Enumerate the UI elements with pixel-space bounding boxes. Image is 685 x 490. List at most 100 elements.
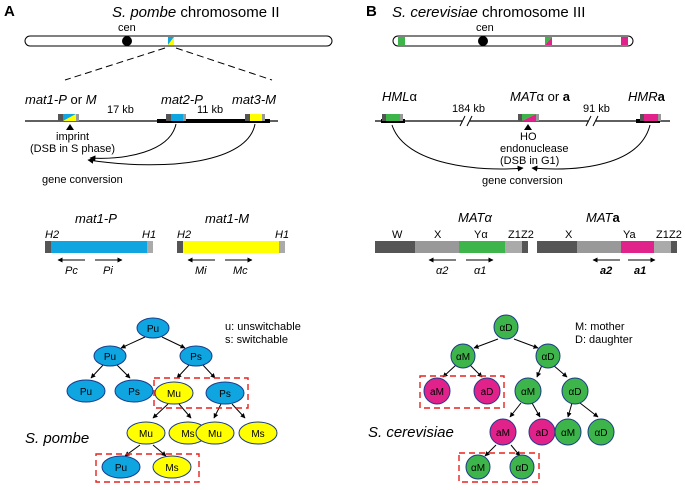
seg-x-alpha: X: [434, 229, 442, 241]
svg-text:Mu: Mu: [139, 429, 153, 440]
tree-node: aD: [528, 418, 556, 446]
mat1-mark-yellow: [168, 37, 174, 45]
mat2-locus-label: mat2-P: [161, 92, 203, 107]
pi-label: Pi: [103, 265, 113, 277]
tree-node: αD: [535, 343, 561, 369]
mat3-locus-label: mat3-M: [232, 92, 276, 107]
species-label-cerevisiae: S. cerevisiae: [368, 424, 454, 441]
panel-a-title-rest: chromosome II: [176, 4, 279, 21]
panel-b-title: S. cerevisiae chromosome III: [392, 4, 585, 21]
tree-node: Mu: [154, 381, 194, 405]
tree-node: Ms: [168, 421, 208, 445]
svg-text:Ps: Ps: [128, 387, 140, 398]
distance-91kb: 91 kb: [583, 103, 610, 115]
mat1p-h2: H2: [45, 229, 59, 241]
ho-dsb-label: (DSB in G1): [500, 155, 559, 167]
a2-label: a2: [600, 265, 612, 277]
seg-z2-a: Z2: [669, 229, 682, 241]
pc-label: Pc: [65, 265, 78, 277]
mc-label: Mc: [233, 265, 248, 277]
panel-b-label: B: [366, 3, 377, 20]
conversion-arrow-mat2: [89, 123, 177, 162]
gene-conversion-label-a: gene conversion: [42, 174, 123, 186]
conversion-arrow-hmr: [531, 124, 651, 172]
svg-text:Mu: Mu: [208, 429, 222, 440]
svg-text:αD: αD: [499, 323, 512, 334]
tree-node: αM: [465, 454, 491, 480]
hmr-box: [640, 114, 661, 121]
svg-text:Ms: Ms: [181, 429, 194, 440]
tree-node: Pu: [66, 379, 106, 403]
seg-yalpha: Yα: [474, 229, 488, 241]
cerevisiae-tree: αD αM αD aM aD αM αD aM aD αM αD αM αD: [423, 314, 615, 480]
chromosome-ii: [24, 35, 333, 47]
panel-a-title-species: S. pombe: [112, 4, 176, 21]
svg-text:Pu: Pu: [80, 387, 92, 398]
break-mark-1: [459, 115, 466, 127]
tree-node: Ps: [179, 345, 213, 367]
centromere-a: [122, 36, 132, 46]
mat1m-title: mat1-M: [205, 211, 249, 226]
imprint-label: imprint: [56, 131, 89, 143]
svg-text:Pu: Pu: [115, 463, 127, 474]
zoom-line-right-a: [175, 47, 273, 81]
tree-node: Mu: [195, 421, 235, 445]
matalpha-title: MATα: [458, 210, 492, 225]
mat1m-gene-bar: [177, 241, 285, 253]
silent-region-bar: [157, 119, 270, 123]
svg-text:aD: aD: [536, 428, 549, 439]
alpha2-label: α2: [436, 265, 448, 277]
mat3-box: [245, 114, 265, 121]
tree-node: aM: [489, 418, 517, 446]
svg-text:αD: αD: [541, 352, 554, 363]
svg-text:aD: aD: [481, 387, 494, 398]
panel-a-label: A: [4, 3, 15, 20]
gene-conversion-label-b: gene conversion: [482, 175, 563, 187]
ho-label: HO: [520, 131, 537, 143]
legend-switchable: s: switchable: [225, 334, 288, 346]
mat1m-h1: H1: [275, 229, 289, 241]
break-mark-2: [466, 115, 473, 127]
distance-17kb: 17 kb: [107, 104, 134, 116]
tree-node: aM: [423, 377, 451, 405]
imprint-dsb-label: (DSB in S phase): [30, 143, 115, 155]
svg-text:Ps: Ps: [190, 352, 202, 363]
chromosome-iii: [392, 35, 634, 47]
seg-z1-alpha: Z1: [508, 229, 521, 241]
highlight-box-a2: [95, 453, 200, 483]
mat1p-gene-bar: [45, 241, 153, 253]
highlight-box-b2: [458, 452, 540, 483]
seg-z2-alpha: Z2: [521, 229, 534, 241]
mata-gene-bar: [537, 241, 677, 253]
distance-184kb: 184 kb: [452, 103, 485, 115]
legend-unswitchable: u: unswitchable: [225, 321, 301, 333]
svg-text:αM: αM: [521, 387, 535, 398]
panel-a-title: S. pombe chromosome II: [112, 4, 280, 21]
tree-node: αM: [554, 418, 582, 446]
svg-text:Ms: Ms: [251, 429, 264, 440]
mat-box: [518, 114, 539, 121]
pombe-tree: Pu Pu Ps Pu Ps Mu Ps Mu Ms Mu Ms Pu Ms: [66, 317, 278, 479]
mat1p-title: mat1-P: [75, 211, 117, 226]
svg-text:αM: αM: [471, 463, 485, 474]
legend-mother: M: mother: [575, 321, 625, 333]
tree-node: αD: [509, 454, 535, 480]
mat-mark-magenta: [545, 37, 552, 45]
tree-node: αM: [514, 377, 542, 405]
svg-text:Ps: Ps: [219, 389, 231, 400]
cen-label-b: cen: [476, 22, 494, 34]
centromere-b: [478, 36, 488, 46]
hml-box: [382, 114, 403, 121]
tree-node: Pu: [136, 317, 170, 339]
zoom-line-left-a: [64, 47, 166, 81]
hml-mark: [398, 37, 405, 45]
hmr-label: HMRa: [628, 89, 666, 104]
mat1-locus-label: mat1-P or M: [25, 92, 97, 107]
conversion-arrow-hml: [391, 124, 524, 172]
ho-endonuclease-label: endonuclease: [500, 143, 569, 155]
hml-label: HMLα: [382, 89, 417, 104]
tree-node: Pu: [101, 455, 141, 479]
alpha1-label: α1: [474, 265, 486, 277]
seg-z1-a: Z1: [656, 229, 669, 241]
tree-node: Ms: [152, 455, 192, 479]
